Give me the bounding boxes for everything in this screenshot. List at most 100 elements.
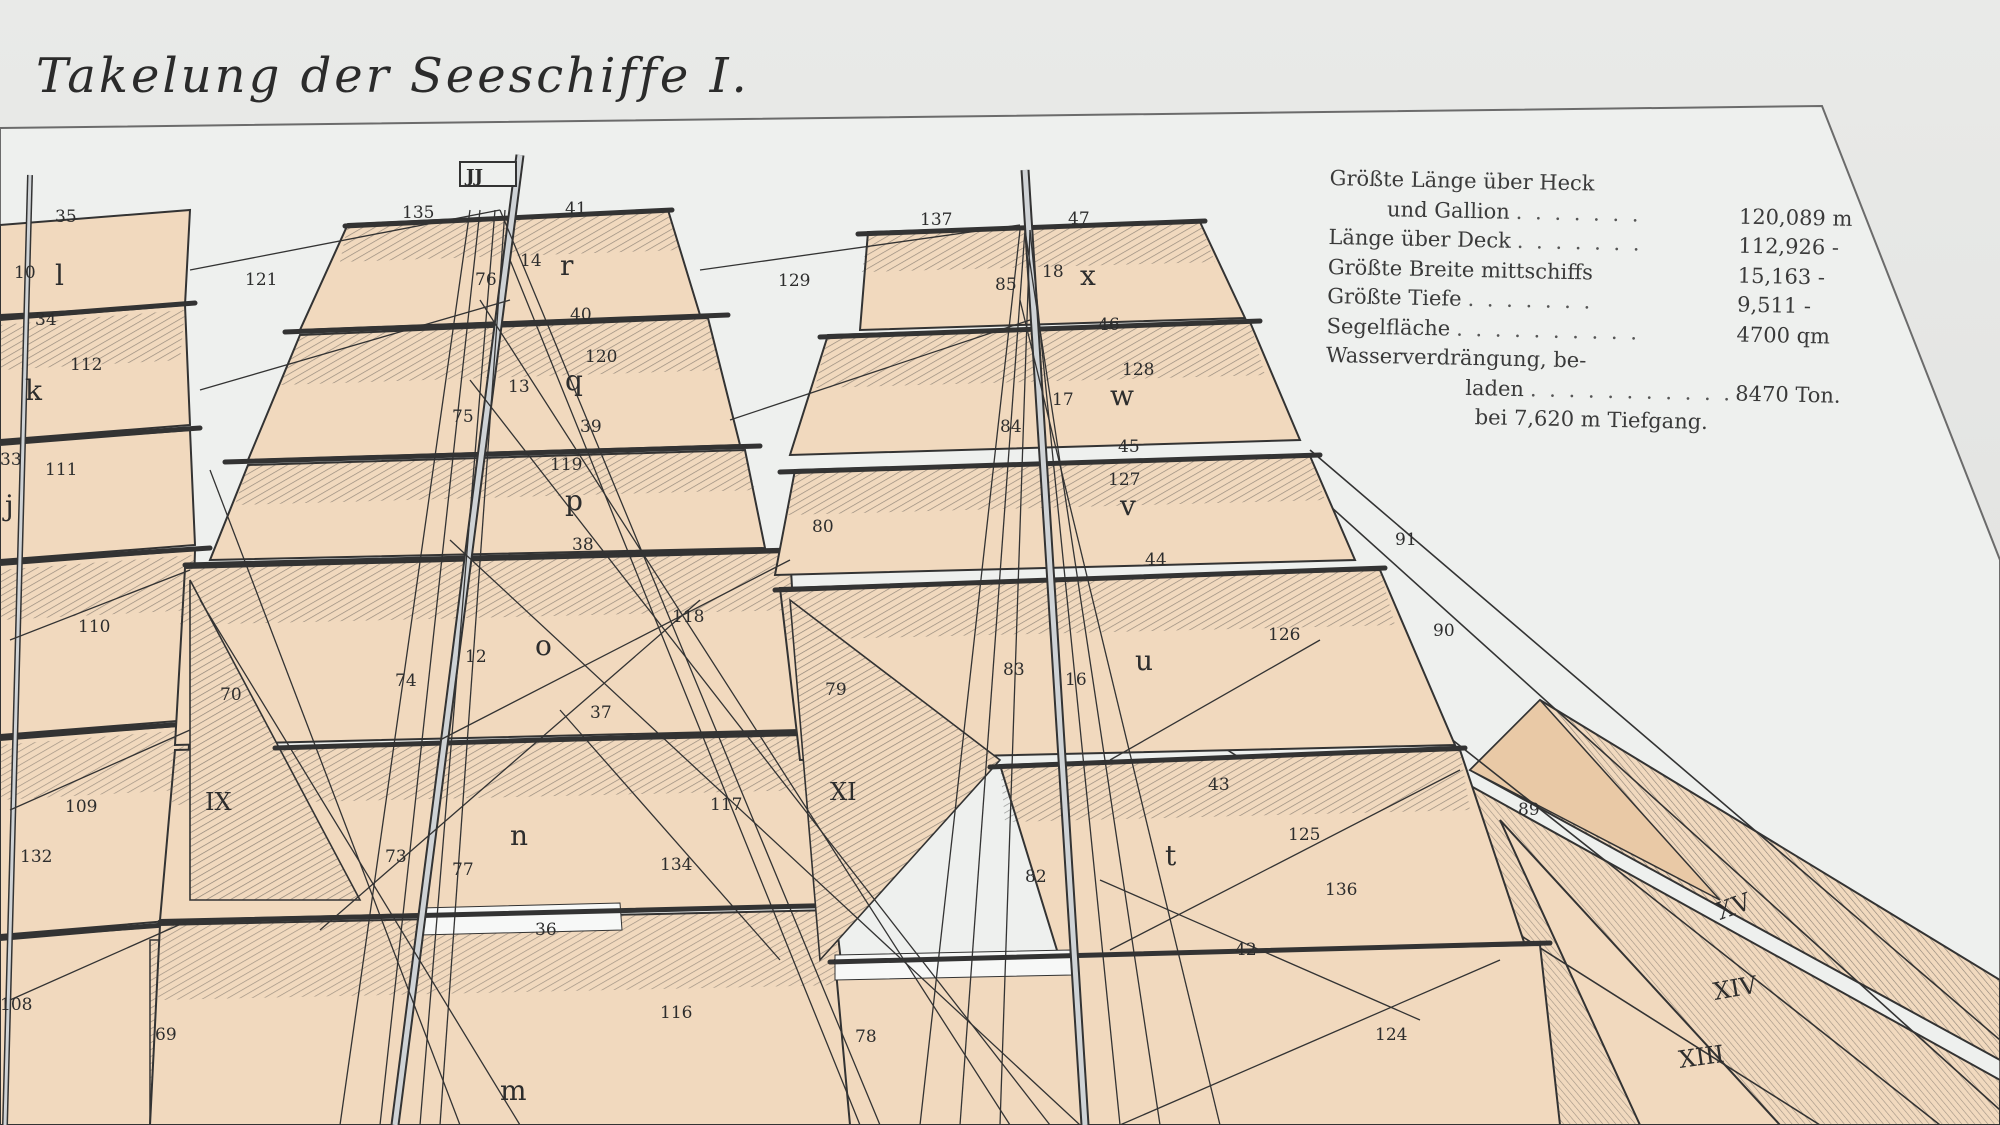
rigging-lines: [9, 209, 1501, 1125]
num-117: 117: [710, 795, 742, 815]
num-110: 110: [78, 617, 110, 637]
roman-XIII: XIII: [1677, 1040, 1726, 1074]
leader-dots: . . . . . . . . . . .: [1529, 376, 1734, 405]
num-18: 18: [1042, 262, 1064, 282]
num-137: 137: [920, 210, 952, 230]
num-121: 121: [245, 270, 277, 290]
roman-XI: XI: [830, 778, 857, 806]
num-127: 127: [1108, 470, 1140, 490]
num-109: 109: [65, 797, 97, 817]
num-91: 91: [1395, 530, 1417, 550]
num-35: 35: [55, 207, 77, 227]
label-m: m: [500, 1074, 527, 1107]
label-v: v: [1119, 489, 1136, 522]
num-42: 42: [1235, 940, 1257, 960]
label-u: u: [1135, 644, 1153, 677]
num-89: 89: [1518, 800, 1540, 820]
spec-value: 4700 qm: [1736, 322, 1831, 349]
num-12: 12: [465, 647, 487, 667]
num-39: 39: [580, 417, 602, 437]
mast-flag: [459, 161, 517, 187]
spec-label: Segelfläche: [1326, 313, 1451, 341]
num-118: 118: [672, 607, 704, 627]
num-132: 132: [20, 847, 52, 867]
roman-IX: IX: [205, 788, 232, 816]
spec-value: 9,511 -: [1736, 292, 1812, 319]
num-111: 111: [45, 460, 77, 480]
num-126: 126: [1268, 625, 1300, 645]
num-77: 77: [452, 860, 474, 880]
spec-value: 120,089 m: [1738, 204, 1853, 231]
label-q: q: [565, 364, 583, 397]
num-135: 135: [402, 203, 434, 223]
num-75: 75: [452, 407, 474, 427]
spec-label: Größte Länge über Heck: [1329, 165, 1595, 196]
num-124: 124: [1375, 1025, 1407, 1045]
num-90: 90: [1433, 621, 1455, 641]
label-w: w: [1110, 379, 1134, 412]
num-14: 14: [520, 251, 542, 271]
label-t: t: [1165, 839, 1177, 872]
spec-label: bei 7,620 m Tiefgang.: [1474, 405, 1709, 434]
num-47: 47: [1068, 209, 1090, 229]
num-41: 41: [565, 199, 587, 219]
num-17: 17: [1052, 390, 1074, 410]
num-108: 108: [0, 995, 32, 1015]
label-r: r: [560, 249, 574, 282]
num-16: 16: [1065, 670, 1087, 690]
num-125: 125: [1288, 825, 1320, 845]
leader-dots: [1593, 258, 1738, 291]
num-10: 10: [14, 263, 36, 283]
spec-label: laden: [1465, 375, 1525, 401]
num-83: 83: [1003, 660, 1025, 680]
num-37: 37: [590, 703, 612, 723]
leader-dots: . . . . . . .: [1515, 199, 1642, 227]
spec-value: 15,163 -: [1737, 263, 1826, 289]
num-74: 74: [395, 671, 417, 691]
num-73: 73: [385, 847, 407, 867]
num-69: 69: [155, 1025, 177, 1045]
num-70: 70: [220, 685, 242, 705]
numbers-right: 137 47 85 18 129 46 128 17 84 45 127 80 …: [778, 209, 1540, 1047]
num-44: 44: [1145, 550, 1167, 570]
num-36: 36: [535, 920, 557, 940]
num-116: 116: [660, 1003, 692, 1023]
num-45: 45: [1118, 437, 1140, 457]
label-p: p: [565, 484, 583, 517]
spec-label: Größte Tiefe: [1326, 283, 1462, 311]
jib-sails: [1418, 698, 2000, 1125]
num-129: 129: [778, 271, 810, 291]
num-80: 80: [812, 517, 834, 537]
num-78: 78: [855, 1027, 877, 1047]
spec-label: Länge über Deck: [1328, 224, 1512, 253]
spec-label: und Gallion: [1386, 196, 1511, 224]
label-j: j: [2, 489, 14, 522]
num-119: 119: [550, 455, 582, 475]
spec-value: 8470 Ton.: [1735, 381, 1841, 408]
num-79: 79: [825, 680, 847, 700]
mast-right: [772, 169, 1562, 1125]
sail-letter-labels: l k j r q p o n m x w v u t: [2, 249, 1177, 1107]
num-34: 34: [35, 310, 57, 330]
num-33: 33: [0, 450, 22, 470]
mast-middle: JJ: [148, 154, 862, 1125]
num-46: 46: [1098, 315, 1120, 335]
num-40: 40: [570, 305, 592, 325]
spec-value: 112,926 -: [1738, 233, 1840, 260]
spec-label: Wasserverdrängung, be-: [1325, 342, 1587, 373]
ship-specs-table: Größte Länge über Heck und Gallion . . .…: [1324, 164, 1889, 441]
label-n: n: [510, 819, 528, 852]
label-x: x: [1080, 259, 1096, 292]
leader-dots: . . . . . . .: [1516, 228, 1643, 256]
label-k: k: [25, 374, 43, 407]
num-136: 136: [1325, 880, 1357, 900]
label-o: o: [535, 629, 552, 662]
num-84: 84: [1000, 417, 1022, 437]
num-134: 134: [660, 855, 692, 875]
num-38: 38: [572, 535, 594, 555]
num-76: 76: [475, 270, 497, 290]
num-128: 128: [1122, 360, 1154, 380]
num-112: 112: [70, 355, 102, 375]
